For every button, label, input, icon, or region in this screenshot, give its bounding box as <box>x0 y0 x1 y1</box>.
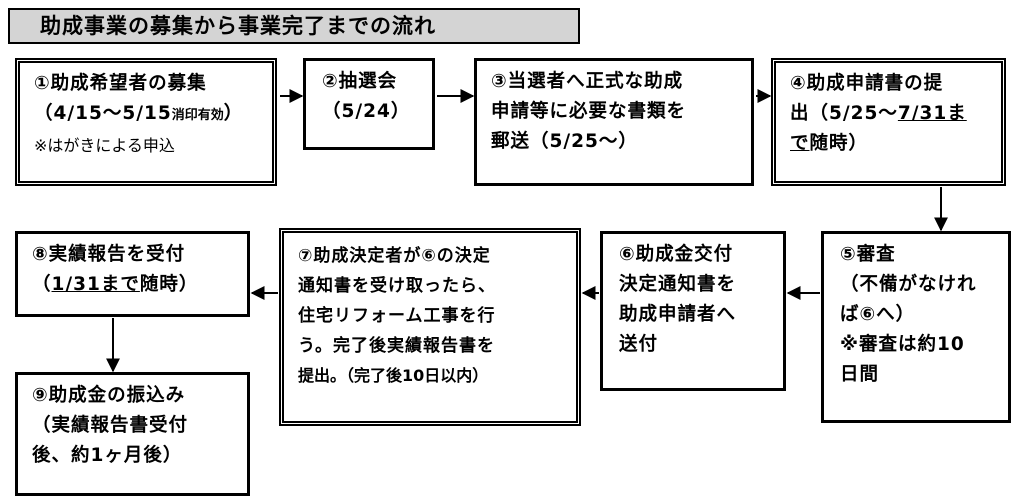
step-1-note: ※はがきによる申込 <box>34 136 175 155</box>
step-5-line-3: ば⑥へ） <box>840 304 916 325</box>
step-2-lottery-box: ②抽選会 （5/24） <box>303 58 435 150</box>
step-5-line-1: ⑤審査 <box>840 244 896 265</box>
step-7-line-3: 住宅リフォーム工事を行 <box>298 306 496 326</box>
step-8-heading: ⑧実績報告を受付 <box>32 244 186 265</box>
step-5-line-5: 日間 <box>840 364 880 385</box>
step-4-application-box: ④助成申請書の提 出（5/25～7/31ま で随時） <box>771 58 1006 186</box>
step-3-line-3: 郵送（5/25～） <box>491 131 638 152</box>
step-7-line-1: ⑦助成決定者が⑥の決定 <box>298 246 491 266</box>
step-9-line-1: ⑨助成金の振込み <box>32 385 186 406</box>
step-6-line-4: 送付 <box>619 334 659 355</box>
step-8-period: （1/31まで随時） <box>32 274 199 295</box>
step-7-line-4: う。完了後実績報告書を <box>298 336 495 356</box>
step-6-line-1: ⑥助成金交付 <box>619 244 734 265</box>
step-3-mailing-box: ③当選者へ正式な助成 申請等に必要な書類を 郵送（5/25～） <box>474 58 754 186</box>
step-7-line-5: 提出。（完了後10日以内） <box>298 366 489 385</box>
step-5-review-box: ⑤審査 （不備がなけれ ば⑥へ） ※審査は約10 日間 <box>821 231 1011 423</box>
step-3-line-1: ③当選者へ正式な助成 <box>491 71 684 92</box>
step-2-heading: ②抽選会 <box>322 71 398 92</box>
step-7-line-2: 通知書を受け取ったら、 <box>298 276 496 296</box>
step-6-line-2: 決定通知書を <box>619 274 737 295</box>
step-9-line-3: 後、約1ヶ月後） <box>32 445 183 466</box>
step-1-period: （4/15～5/15消印有効） <box>34 103 244 124</box>
step-4-line-3: で随時） <box>790 133 869 154</box>
step-1-heading: ①助成希望者の募集 <box>34 73 207 94</box>
step-1-recruitment-box: ①助成希望者の募集 （4/15～5/15消印有効） ※はがきによる申込 <box>15 58 277 186</box>
step-4-line-2: 出（5/25～7/31ま <box>790 103 967 124</box>
step-4-line-1: ④助成申請書の提 <box>790 73 944 94</box>
step-7-construction-box: ⑦助成決定者が⑥の決定 通知書を受け取ったら、 住宅リフォーム工事を行 う。完了… <box>279 228 581 426</box>
step-6-notice-box: ⑥助成金交付 決定通知書を 助成申請者へ 送付 <box>600 231 786 391</box>
step-9-line-2: （実績報告書受付 <box>32 415 189 436</box>
step-5-line-4: ※審査は約10 <box>840 334 965 355</box>
step-6-line-3: 助成申請者へ <box>619 304 737 325</box>
flow-title: 助成事業の募集から事業完了までの流れ <box>8 8 580 44</box>
step-3-line-2: 申請等に必要な書類を <box>491 101 687 122</box>
step-2-date: （5/24） <box>322 101 411 122</box>
step-9-payment-box: ⑨助成金の振込み （実績報告書受付 後、約1ヶ月後） <box>15 372 250 496</box>
step-8-report-reception-box: ⑧実績報告を受付 （1/31まで随時） <box>15 231 250 317</box>
step-5-line-2: （不備がなけれ <box>840 274 977 295</box>
